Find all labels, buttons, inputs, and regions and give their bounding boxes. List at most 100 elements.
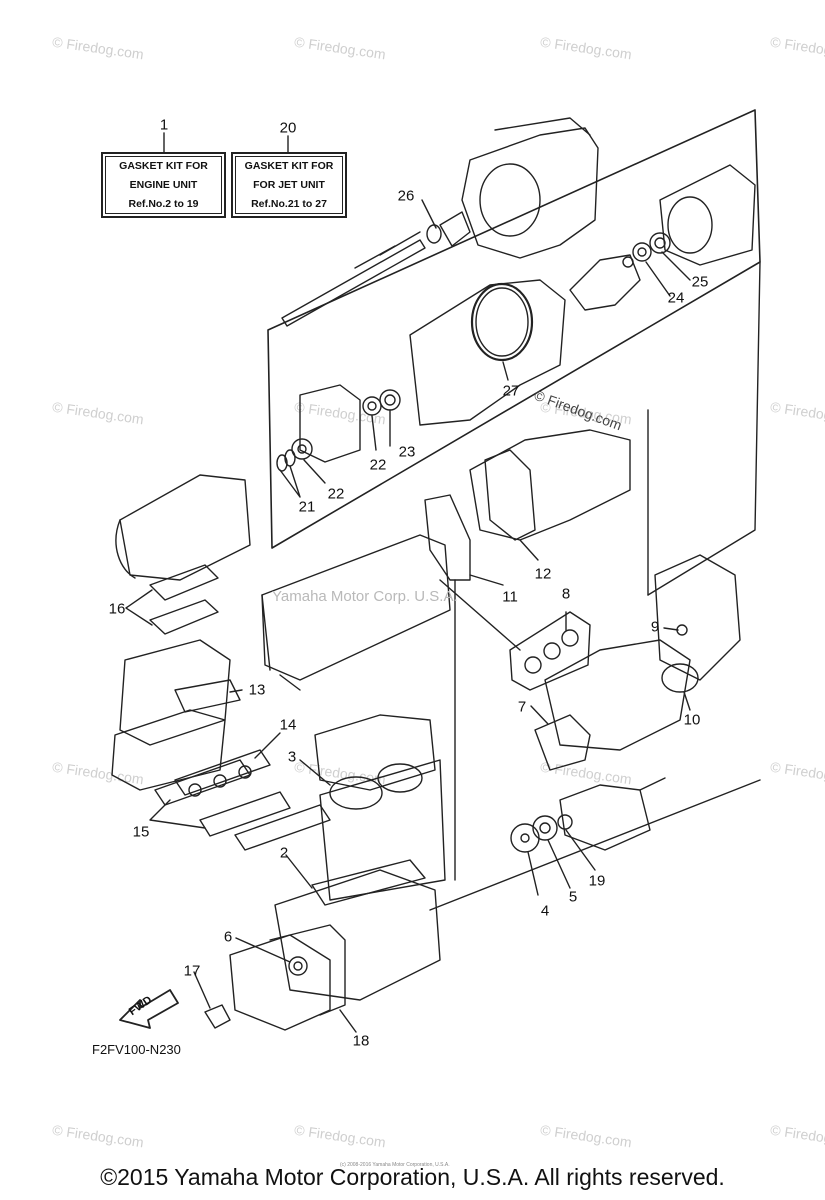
fwd-arrow bbox=[119, 989, 179, 1029]
seal-24 bbox=[632, 242, 652, 262]
callout-27: 27 bbox=[502, 382, 520, 400]
callout-22: 22 bbox=[369, 456, 387, 474]
callout-15: 15 bbox=[132, 823, 150, 841]
seal-22 bbox=[291, 438, 313, 460]
copyright-footer: ©2015 Yamaha Motor Corporation, U.S.A. A… bbox=[100, 1164, 725, 1190]
callout-6: 6 bbox=[223, 928, 233, 946]
oil-seal-19 bbox=[557, 814, 573, 830]
callout-8: 8 bbox=[561, 585, 571, 603]
diagram-code: F2FV100-N230 bbox=[92, 1042, 181, 1057]
reed-valve bbox=[234, 804, 331, 851]
callout-3: 3 bbox=[287, 748, 297, 766]
gasket-11 bbox=[424, 494, 471, 581]
callout-7: 7 bbox=[517, 698, 527, 716]
kit-box-line: Ref.No.2 to 19 bbox=[128, 198, 199, 210]
leader-line bbox=[469, 574, 504, 586]
leader-line bbox=[502, 361, 509, 381]
boundary-line bbox=[429, 779, 761, 911]
manifold-lower bbox=[111, 709, 226, 791]
leader-line bbox=[645, 261, 671, 297]
gasket-3 bbox=[329, 776, 383, 810]
intake-housing bbox=[479, 163, 541, 237]
inner-watermark: Yamaha Motor Corp. U.S.A. bbox=[272, 588, 458, 605]
callout-14: 14 bbox=[279, 716, 297, 734]
leader-line bbox=[254, 732, 281, 759]
manifold bbox=[119, 639, 231, 746]
leader-line bbox=[519, 539, 539, 561]
flywheel-cover bbox=[229, 934, 331, 1031]
kit-box-line: ENGINE UNIT bbox=[129, 179, 198, 191]
kit-box-line: FOR JET UNIT bbox=[253, 179, 325, 191]
elbow-upper bbox=[654, 554, 741, 681]
leader-line bbox=[683, 691, 691, 711]
callout-11: 11 bbox=[502, 588, 518, 606]
gasket-10 bbox=[661, 663, 699, 693]
leader-line bbox=[229, 689, 243, 693]
gasket-16b bbox=[149, 599, 219, 635]
callout-12: 12 bbox=[534, 565, 552, 583]
impeller bbox=[569, 254, 641, 311]
leader-line bbox=[565, 829, 596, 871]
leader-line bbox=[371, 415, 377, 451]
seal-25 bbox=[649, 232, 671, 254]
kit-number-jet: 20 bbox=[279, 119, 297, 137]
crankcase bbox=[274, 869, 441, 1001]
gasket-13 bbox=[174, 679, 241, 713]
callout-2: 2 bbox=[279, 844, 289, 862]
callout-4: 4 bbox=[540, 902, 550, 920]
intake-housing bbox=[494, 117, 591, 136]
kit-box-line: GASKET KIT FOR bbox=[244, 160, 334, 172]
oil-seal-5 bbox=[532, 815, 558, 841]
pump-housing bbox=[659, 164, 756, 266]
callout-10: 10 bbox=[683, 711, 701, 729]
muffler bbox=[261, 534, 451, 681]
leader-line bbox=[279, 465, 301, 498]
seal-23 bbox=[379, 389, 401, 411]
callout-22: 22 bbox=[327, 485, 345, 503]
leader-line bbox=[299, 759, 331, 786]
gasket-16 bbox=[149, 564, 219, 601]
o-ring-26 bbox=[426, 224, 442, 244]
washer bbox=[622, 256, 634, 268]
flange-7 bbox=[534, 714, 591, 771]
cylinder-head bbox=[314, 714, 436, 791]
gasket-18 bbox=[269, 924, 346, 1016]
water-box bbox=[115, 519, 136, 579]
cylinder-block bbox=[319, 759, 446, 901]
o-ring-27 bbox=[470, 282, 534, 362]
intake-housing bbox=[461, 127, 599, 259]
gasket-2 bbox=[311, 859, 426, 906]
small-print: (c) 2008-2016 Yamaha Motor Corporation, … bbox=[340, 1162, 450, 1168]
callout-17: 17 bbox=[183, 962, 201, 980]
leader-line bbox=[339, 1009, 357, 1033]
leader-line bbox=[149, 799, 206, 829]
drive-shaft bbox=[281, 239, 426, 327]
oil-seal-6 bbox=[288, 956, 308, 976]
leader-line bbox=[421, 199, 437, 229]
gasket-14 bbox=[174, 749, 271, 796]
water-box bbox=[119, 474, 251, 581]
callout-13: 13 bbox=[248, 681, 266, 699]
crank-housing bbox=[559, 784, 651, 851]
exhaust-manifold bbox=[544, 639, 691, 751]
kit-box-engine: GASKET KIT FOR ENGINE UNIT Ref.No.2 to 1… bbox=[101, 152, 226, 218]
callout-9: 9 bbox=[650, 618, 660, 636]
kit-number-engine: 1 bbox=[159, 116, 169, 134]
gasket-15b bbox=[199, 791, 291, 837]
kit-box-line: Ref.No.21 to 27 bbox=[251, 198, 327, 210]
callout-19: 19 bbox=[588, 872, 606, 890]
callout-5: 5 bbox=[568, 888, 578, 906]
boundary-line bbox=[439, 579, 521, 651]
exhaust-chamber bbox=[469, 429, 631, 541]
callout-16: 16 bbox=[108, 600, 126, 618]
drive-shaft bbox=[354, 231, 421, 269]
leader-line bbox=[527, 851, 539, 896]
leader-line bbox=[547, 839, 571, 889]
callout-24: 24 bbox=[667, 289, 685, 307]
fitting-17 bbox=[204, 1004, 231, 1029]
collar bbox=[439, 211, 471, 247]
leader-line bbox=[235, 937, 291, 963]
callout-26: 26 bbox=[397, 187, 415, 205]
o-ring-21 bbox=[276, 454, 288, 472]
